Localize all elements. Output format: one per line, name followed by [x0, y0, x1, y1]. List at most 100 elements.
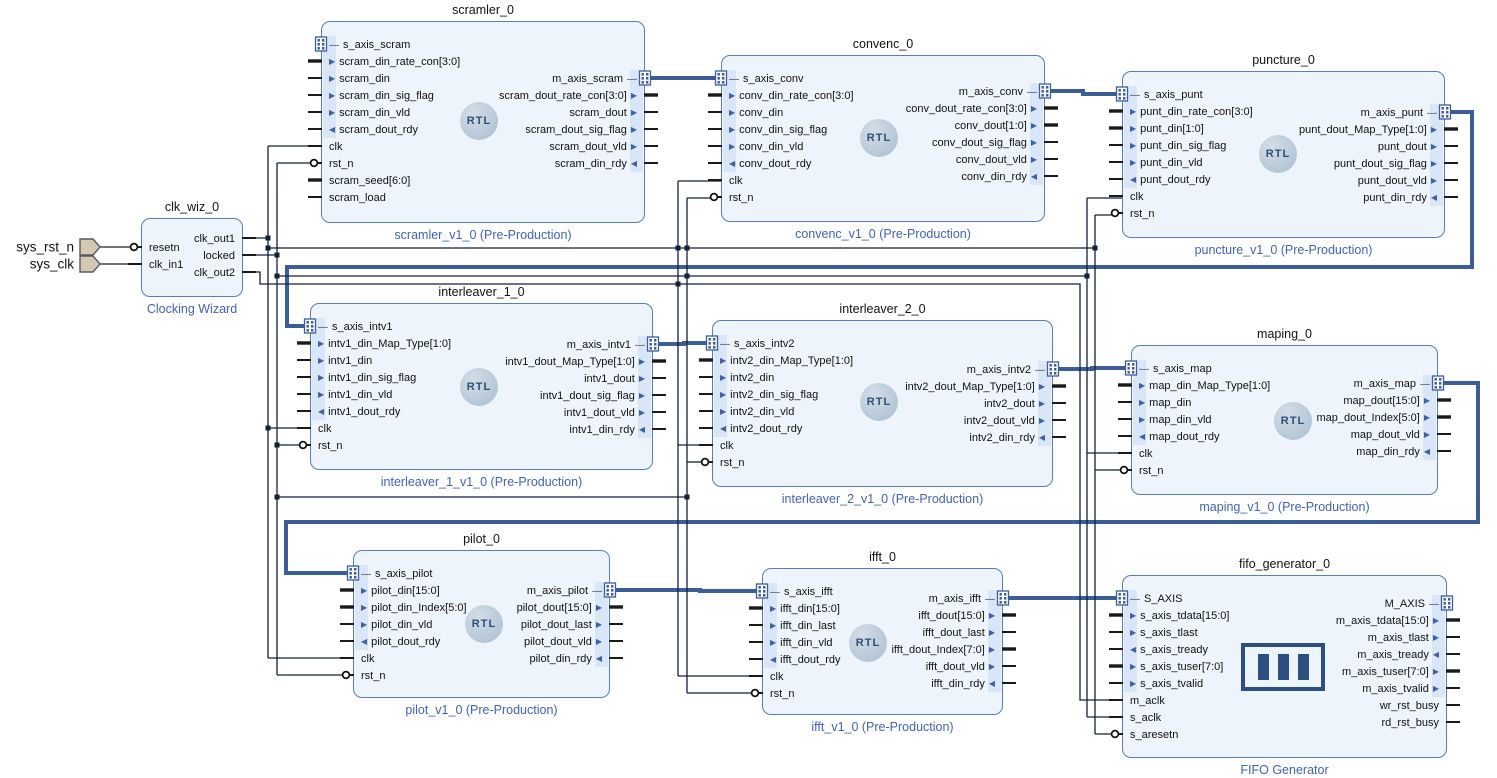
port-clk_out2[interactable]: clk_out2 [194, 265, 235, 281]
port-scram_dout_rate_con[3:0][interactable]: scram_dout_rate_con[3:0]▶ [499, 88, 637, 104]
port-intv1_din_sig_flag[interactable]: ▶intv1_din_sig_flag [318, 370, 416, 386]
port-m_axis_intv2[interactable]: m_axis_intv2— [967, 362, 1045, 378]
port-scram_dout_sig_flag[interactable]: scram_dout_sig_flag▶ [525, 122, 637, 138]
port-m_axis_intv1[interactable]: m_axis_intv1— [567, 337, 645, 353]
port-pilot_din_rdy[interactable]: pilot_din_rdy◀ [529, 651, 602, 667]
port-ifft_dout[15:0][interactable]: ifft_dout[15:0]▶ [918, 608, 995, 624]
port-clk[interactable]: clk [329, 139, 342, 155]
port-s_axis_intv2[interactable]: —s_axis_intv2 [720, 336, 795, 352]
port-s_axis_conv[interactable]: —s_axis_conv [729, 71, 804, 87]
port-clk[interactable]: clk [318, 421, 331, 437]
port-s_axis_punt[interactable]: —s_axis_punt [1130, 87, 1203, 103]
port-rd_rst_busy[interactable]: rd_rst_busy [1382, 715, 1439, 731]
port-s_axis_tlast[interactable]: ▶s_axis_tlast [1130, 625, 1198, 641]
port-scram_seed[6:0][interactable]: scram_seed[6:0] [329, 173, 410, 189]
port-ifft_din[15:0][interactable]: ▶ifft_din[15:0] [770, 601, 840, 617]
port-m_axis_tlast[interactable]: m_axis_tlast▶ [1368, 630, 1439, 646]
port-intv1_dout[interactable]: intv1_dout▶ [584, 371, 645, 387]
port-rst_n[interactable]: rst_n [329, 156, 353, 172]
port-rst_n[interactable]: rst_n [729, 190, 753, 206]
port-s_axis_tready[interactable]: ◀s_axis_tready [1130, 642, 1208, 658]
port-conv_dout_vld[interactable]: conv_dout_vld▶ [956, 152, 1037, 168]
port-s_aresetn[interactable]: s_aresetn [1130, 727, 1178, 743]
port-clk_in1[interactable]: clk_in1 [149, 257, 183, 273]
port-intv2_dout_vld[interactable]: intv2_dout_vld▶ [964, 413, 1045, 429]
port-punt_din_rdy[interactable]: punt_din_rdy◀ [1363, 190, 1437, 206]
wire-m_axis_intv1-to-s_axis_intv2[interactable] [653, 341, 712, 346]
port-punt_din[1:0][interactable]: ▶punt_din[1:0] [1130, 121, 1204, 137]
port-s_axis_tdata[15:0][interactable]: ▶s_axis_tdata[15:0] [1130, 608, 1229, 624]
port-intv2_din_sig_flag[interactable]: ▶intv2_din_sig_flag [720, 387, 818, 403]
port-conv_din[interactable]: ▶conv_din [729, 105, 783, 121]
wire-m_axis_punt-to-s_axis_intv1[interactable] [285, 110, 1474, 328]
port-m_axis_tready[interactable]: m_axis_tready◀ [1357, 647, 1439, 663]
port-intv1_dout_Map_Type[1:0][interactable]: intv1_dout_Map_Type[1:0]▶ [505, 354, 645, 370]
port-conv_dout_sig_flag[interactable]: conv_dout_sig_flag▶ [932, 135, 1037, 151]
port-rst_n[interactable]: rst_n [1130, 206, 1154, 222]
port-s_axis_scram[interactable]: —s_axis_scram [329, 37, 410, 53]
port-scram_dout_vld[interactable]: scram_dout_vld▶ [549, 139, 637, 155]
wire-m_axis_conv-to-s_axis_punt[interactable] [1045, 89, 1122, 96]
port-clk_out1[interactable]: clk_out1 [194, 231, 235, 247]
port-clk[interactable]: clk [1139, 446, 1152, 462]
port-s_aclk[interactable]: s_aclk [1130, 710, 1161, 726]
port-s_axis_pilot[interactable]: —s_axis_pilot [361, 566, 432, 582]
port-wr_rst_busy[interactable]: wr_rst_busy [1380, 698, 1439, 714]
port-pilot_dout_vld[interactable]: pilot_dout_vld▶ [524, 634, 602, 650]
port-map_din_vld[interactable]: ▶map_din_vld [1139, 412, 1212, 428]
port-scram_din_rate_con[3:0][interactable]: ▶scram_din_rate_con[3:0] [329, 54, 460, 70]
port-m_axis_map[interactable]: m_axis_map— [1354, 376, 1430, 392]
port-intv2_din[interactable]: ▶intv2_din [720, 370, 774, 386]
port-ifft_dout_last[interactable]: ifft_dout_last▶ [923, 625, 995, 641]
port-s_axis_tvalid[interactable]: ▶s_axis_tvalid [1130, 676, 1203, 692]
port-scram_dout[interactable]: scram_dout▶ [569, 105, 637, 121]
port-pilot_dout[15:0][interactable]: pilot_dout[15:0]▶ [517, 600, 602, 616]
wire-m_axis_pilot-to-s_axis_ifft[interactable] [610, 588, 762, 593]
port-punt_din_rate_con[3:0][interactable]: ▶punt_din_rate_con[3:0] [1130, 104, 1253, 120]
port-map_dout[15:0][interactable]: map_dout[15:0]▶ [1343, 393, 1430, 409]
port-s_axis_map[interactable]: —s_axis_map [1139, 361, 1212, 377]
port-s_axis_intv1[interactable]: —s_axis_intv1 [318, 319, 393, 335]
port-rst_n[interactable]: rst_n [770, 686, 794, 702]
port-clk[interactable]: clk [729, 173, 742, 189]
port-intv1_din_rdy[interactable]: intv1_din_rdy◀ [569, 422, 645, 438]
port-rst_n[interactable]: rst_n [361, 668, 385, 684]
port-locked[interactable]: locked [203, 248, 235, 264]
port-scram_din_vld[interactable]: ▶scram_din_vld [329, 105, 410, 121]
port-m_axis_tdata[15:0][interactable]: m_axis_tdata[15:0]▶ [1336, 613, 1439, 629]
port-m_axis_tuser[7:0][interactable]: m_axis_tuser[7:0]▶ [1342, 664, 1439, 680]
port-ifft_dout_vld[interactable]: ifft_dout_vld▶ [926, 659, 995, 675]
port-s_axis_ifft[interactable]: —s_axis_ifft [770, 584, 833, 600]
port-pilot_din_vld[interactable]: ▶pilot_din_vld [361, 617, 432, 633]
port-conv_din_vld[interactable]: ▶conv_din_vld [729, 139, 803, 155]
port-m_axis_scram[interactable]: m_axis_scram— [552, 71, 637, 87]
port-map_din_rdy[interactable]: map_din_rdy◀ [1356, 444, 1430, 460]
port-intv2_dout[interactable]: intv2_dout▶ [984, 396, 1045, 412]
port-m_axis_ifft[interactable]: m_axis_ifft— [929, 591, 995, 607]
port-conv_din_sig_flag[interactable]: ▶conv_din_sig_flag [729, 122, 827, 138]
port-conv_dout_rate_con[3:0][interactable]: conv_dout_rate_con[3:0]▶ [906, 101, 1037, 117]
port-punt_din_vld[interactable]: ▶punt_din_vld [1130, 155, 1203, 171]
wire-m_axis_map-to-s_axis_pilot[interactable] [284, 381, 1480, 575]
port-scram_dout_rdy[interactable]: ◀scram_dout_rdy [329, 122, 418, 138]
port-rst_n[interactable]: rst_n [720, 455, 744, 471]
port-punt_dout_sig_flag[interactable]: punt_dout_sig_flag▶ [1334, 156, 1437, 172]
port-clk[interactable]: clk [361, 651, 374, 667]
port-intv2_din_vld[interactable]: ▶intv2_din_vld [720, 404, 794, 420]
port-conv_din_rdy[interactable]: conv_din_rdy◀ [961, 169, 1037, 185]
port-map_dout_Index[5:0][interactable]: map_dout_Index[5:0]▶ [1316, 410, 1430, 426]
port-m_axis_tvalid[interactable]: m_axis_tvalid▶ [1362, 681, 1439, 697]
port-intv1_din_Map_Type[1:0][interactable]: ▶intv1_din_Map_Type[1:0] [318, 336, 451, 352]
port-pilot_din_Index[5:0][interactable]: ▶pilot_din_Index[5:0] [361, 600, 467, 616]
port-punt_dout_rdy[interactable]: ◀punt_dout_rdy [1130, 172, 1211, 188]
port-m_axis_pilot[interactable]: m_axis_pilot— [527, 583, 602, 599]
port-m_axis_conv[interactable]: m_axis_conv— [959, 84, 1037, 100]
